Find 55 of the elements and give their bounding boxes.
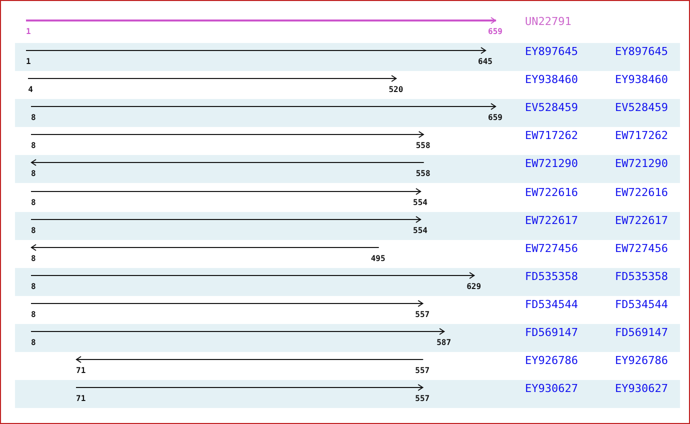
position-number: 4 xyxy=(28,85,33,96)
accession-id: EW727456 xyxy=(615,242,668,255)
accession-id: UN22791 xyxy=(525,15,572,28)
accession-id: FD534544 xyxy=(525,298,578,311)
position-number: 8 xyxy=(31,254,36,264)
position-number: 495 xyxy=(370,254,386,264)
position-number: 71 xyxy=(76,394,86,404)
accession-id: EY930627 xyxy=(615,382,668,396)
position-number: 558 xyxy=(416,169,430,180)
position-number: 659 xyxy=(488,113,502,124)
accession-id: EW717262 xyxy=(615,129,668,142)
position-number: 659 xyxy=(488,27,502,37)
position-number: 629 xyxy=(466,282,482,292)
accession-id: EW721290 xyxy=(615,157,668,170)
position-number: 8 xyxy=(31,113,36,124)
accession-id: EW722616 xyxy=(615,186,668,198)
position-number: 587 xyxy=(436,338,452,348)
accession-id: EW722617 xyxy=(525,214,578,227)
position-number: 1 xyxy=(26,57,31,67)
position-number: 8 xyxy=(31,226,36,236)
accession-id: EV528459 xyxy=(615,101,668,114)
position-number: 645 xyxy=(478,57,492,67)
accession-id: FD535358 xyxy=(615,270,668,283)
accession-id: EW722616 xyxy=(525,186,578,198)
position-number: 1 xyxy=(26,27,31,37)
position-number: 558 xyxy=(416,141,430,152)
accession-id: EY930627 xyxy=(525,382,578,396)
position-number: 557 xyxy=(415,366,430,376)
accession-id: FD569147 xyxy=(525,326,578,339)
accession-id: EV528459 xyxy=(525,101,578,114)
accession-id: FD569147 xyxy=(615,326,668,339)
accession-id: EW727456 xyxy=(525,242,578,255)
accession-id: EY926786 xyxy=(615,354,668,368)
position-number: 520 xyxy=(388,85,404,96)
accession-id: FD534544 xyxy=(615,298,668,311)
accession-id: FD535358 xyxy=(525,270,578,283)
accession-id: EY938460 xyxy=(615,73,668,86)
position-number: 8 xyxy=(31,141,36,152)
position-number: 8 xyxy=(31,310,36,320)
position-number: 554 xyxy=(413,226,428,236)
position-number: 8 xyxy=(31,169,36,180)
position-number: 71 xyxy=(76,366,86,376)
accession-id: EY897645 xyxy=(615,45,668,58)
accession-id: EW722617 xyxy=(615,214,668,227)
position-number: 8 xyxy=(31,282,36,292)
position-number: 557 xyxy=(415,394,430,404)
accession-id: EY938460 xyxy=(525,73,578,86)
accession-id: EW717262 xyxy=(525,129,578,142)
position-number: 8 xyxy=(31,338,36,348)
position-number: 8 xyxy=(31,198,36,208)
position-number: 554 xyxy=(413,198,428,208)
accession-id: EY897645 xyxy=(525,45,578,58)
accession-id: EY926786 xyxy=(525,354,578,368)
position-number: 557 xyxy=(415,310,430,320)
accession-id: EW721290 xyxy=(525,157,578,170)
